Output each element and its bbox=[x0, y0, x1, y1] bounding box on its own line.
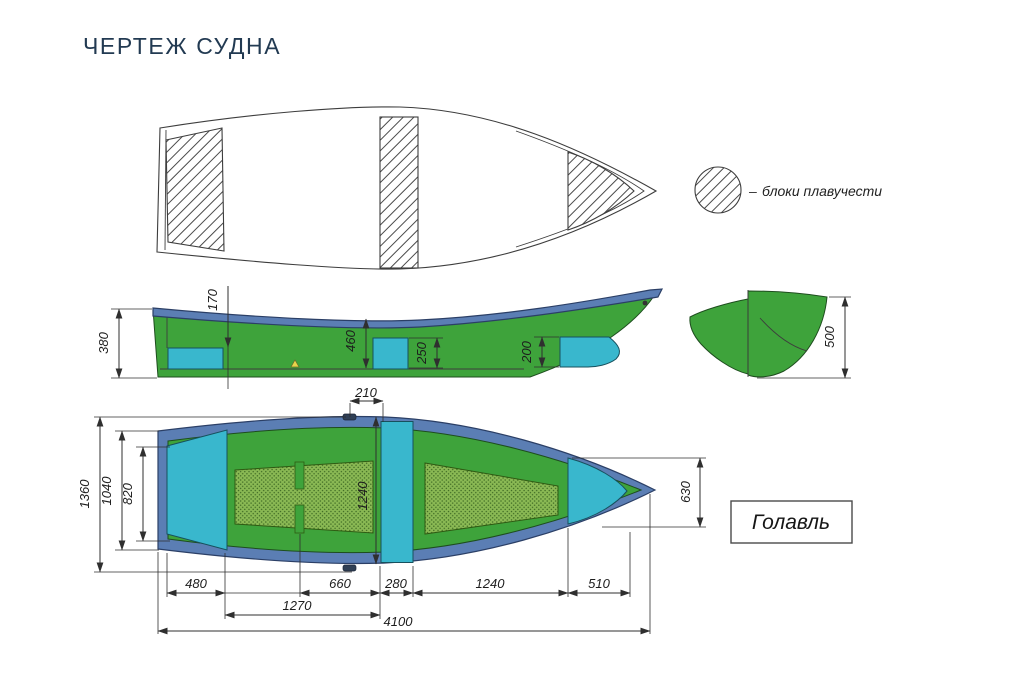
section-bow-frame bbox=[747, 290, 828, 378]
dim-label: 250 bbox=[414, 341, 429, 364]
top-view-hull-outline bbox=[156, 106, 658, 270]
dim-label: 1270 bbox=[283, 598, 313, 613]
dim-label: 660 bbox=[329, 576, 351, 591]
side-view-mid-seat bbox=[372, 337, 409, 370]
dim-bow-seat-height: 200 bbox=[519, 336, 559, 368]
dim-label: 210 bbox=[354, 385, 377, 400]
drain-plug-icon bbox=[290, 359, 300, 368]
buoyancy-block-stern bbox=[165, 127, 225, 252]
dim-label: 510 bbox=[588, 576, 610, 591]
legend-hatched-circle-icon bbox=[694, 166, 742, 214]
buoyancy-block-bow bbox=[567, 151, 635, 231]
dim-mid-depth: 460 bbox=[343, 318, 370, 369]
plan-stern-seat bbox=[166, 429, 228, 551]
top-view-bow-inner-line bbox=[515, 130, 645, 248]
section-chine-curve bbox=[759, 317, 808, 352]
dim-label: 500 bbox=[822, 325, 837, 347]
dim-label: 630 bbox=[678, 480, 693, 502]
buoyancy-block-mid bbox=[379, 116, 419, 269]
oarlock-pad-bottom-icon bbox=[342, 564, 357, 572]
floor-slot-bottom bbox=[294, 504, 305, 534]
plan-floor-panel-bow bbox=[424, 462, 559, 535]
dim-section-height: 500 bbox=[757, 296, 851, 379]
page-title: ЧЕРТЕЖ СУДНА bbox=[83, 33, 282, 59]
dim-label: 460 bbox=[343, 329, 358, 351]
dim-label: 480 bbox=[185, 576, 207, 591]
dim-label: 1360 bbox=[77, 479, 92, 509]
dim-label: 170 bbox=[205, 288, 220, 310]
plan-bow-seat bbox=[567, 457, 628, 525]
dim-beam-at-bow-seat: 630 bbox=[572, 457, 706, 528]
dim-label: 200 bbox=[519, 340, 534, 363]
dim-beam-at-thwart: 1240 bbox=[355, 416, 380, 565]
bow-eyelet-icon bbox=[642, 300, 648, 306]
plan-view: 210 1360 1040 820 bbox=[77, 385, 706, 635]
dim-transom-height: 380 bbox=[96, 308, 157, 379]
dim-label: 380 bbox=[96, 331, 111, 353]
dim-sheer-to-seat: 170 bbox=[205, 286, 232, 389]
dim-mid-seat-height: 250 bbox=[409, 337, 443, 369]
floor-slot-top bbox=[294, 461, 305, 490]
legend-label: блоки плавучести bbox=[762, 183, 882, 199]
dim-beam-overall: 1360 bbox=[77, 416, 352, 573]
side-view-gunwale-strip bbox=[152, 288, 664, 329]
model-label-frame bbox=[730, 500, 853, 544]
section-mid-frame bbox=[689, 298, 749, 375]
legend: – блоки плавучести bbox=[694, 166, 882, 214]
bottom-dimension-chain: 480 660 280 1240 510 1270 4100 bbox=[157, 494, 651, 635]
dim-transom-inner: 820 bbox=[120, 446, 170, 542]
model-label-box: Голавль bbox=[730, 500, 853, 544]
side-view: 380 170 460 250 200 bbox=[96, 286, 664, 389]
dim-oarlock-offset: 210 bbox=[349, 385, 384, 422]
model-label: Голавль bbox=[752, 511, 830, 534]
dim-label: 1040 bbox=[99, 476, 114, 506]
top-view bbox=[156, 106, 658, 270]
dim-label: 280 bbox=[384, 576, 407, 591]
plan-mid-thwart bbox=[380, 421, 414, 563]
side-view-bow-seat bbox=[559, 336, 620, 368]
dim-label: 1240 bbox=[476, 576, 506, 591]
dim-label: 820 bbox=[120, 482, 135, 504]
transom-section-view: 500 bbox=[689, 290, 851, 379]
dim-label: 1240 bbox=[355, 481, 370, 511]
legend-dash: – bbox=[748, 183, 757, 199]
dim-label: 4100 bbox=[384, 614, 414, 629]
dim-beam-transom: 1040 bbox=[99, 430, 159, 551]
side-view-stern-seat bbox=[167, 347, 224, 370]
